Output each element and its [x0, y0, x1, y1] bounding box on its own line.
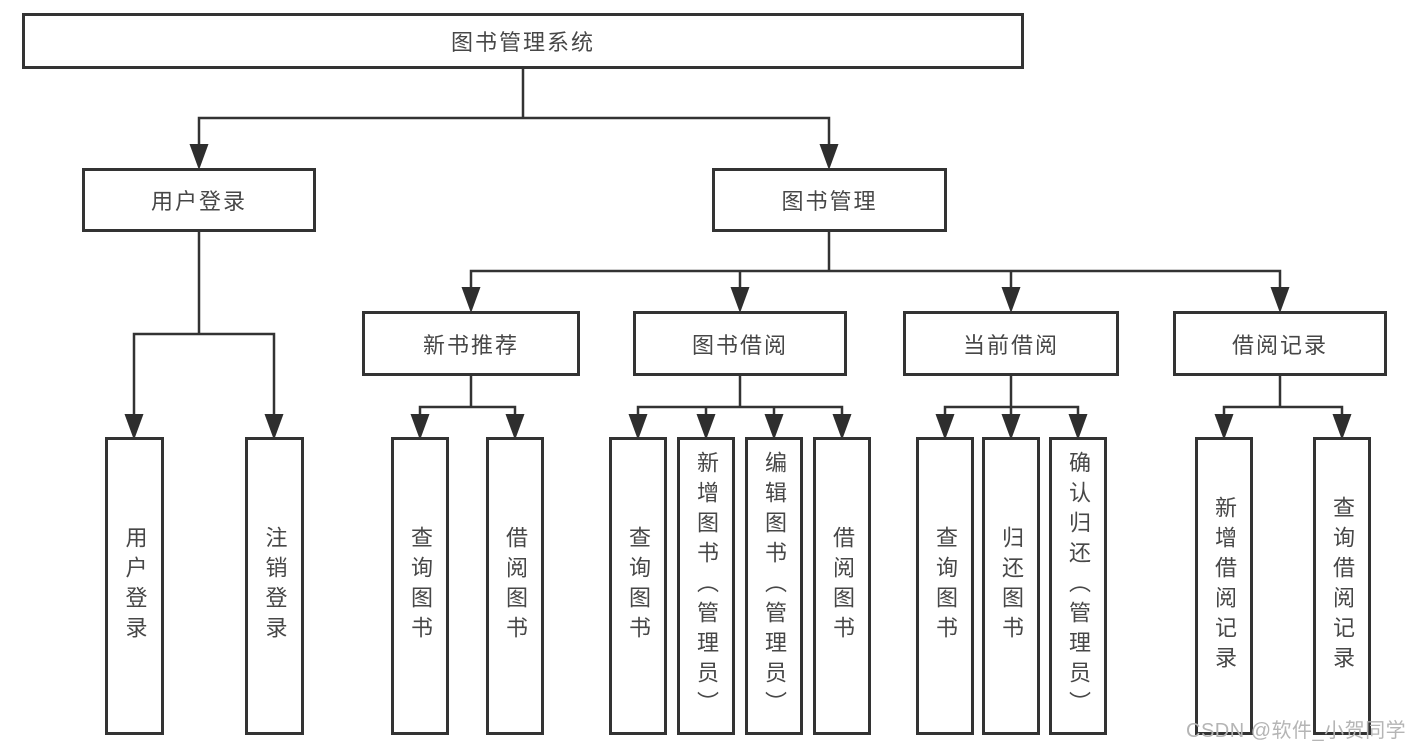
node-current-borrowing: 当前借阅 — [903, 311, 1119, 376]
node-user-login: 用户登录 — [82, 168, 316, 232]
arrowhead — [819, 144, 839, 170]
node-label: 新书推荐 — [422, 332, 519, 358]
node-label: 借阅图书 — [503, 526, 528, 646]
node-logout: 注销登录 — [245, 437, 304, 735]
arrowhead — [264, 414, 284, 440]
node-query-books-2: 查询图书 — [609, 437, 667, 735]
arrowhead — [628, 414, 648, 440]
node-new-book-recommend: 新书推荐 — [362, 311, 580, 376]
node-confirm-return-admin: 确认归还（管理员） — [1049, 437, 1107, 735]
node-label: 编辑图书（管理员） — [762, 451, 787, 721]
node-borrowing-records: 借阅记录 — [1173, 311, 1387, 376]
arrowhead — [1332, 414, 1352, 440]
node-label: 当前借阅 — [962, 332, 1059, 358]
watermark-text: CSDN @软件_小贺同学 — [1186, 720, 1405, 742]
node-add-borrow-record: 新增借阅记录 — [1195, 437, 1253, 735]
node-label: 借阅记录 — [1231, 332, 1328, 358]
arrowheads — [124, 144, 1352, 440]
arrowhead — [189, 144, 209, 170]
arrowhead — [124, 414, 144, 440]
node-label: 用户登录 — [122, 526, 148, 646]
node-label: 用户登录 — [150, 189, 247, 214]
connector-borrowing-records — [1222, 376, 1344, 430]
arrowhead — [764, 414, 784, 440]
node-return-books: 归还图书 — [982, 437, 1040, 735]
node-label: 归还图书 — [999, 526, 1024, 646]
node-label: 查询图书 — [933, 526, 958, 646]
arrowhead — [1068, 414, 1088, 440]
arrowhead — [1214, 414, 1234, 440]
node-label: 图书借阅 — [691, 332, 788, 358]
arrowhead — [935, 414, 955, 440]
arrowhead — [1001, 287, 1021, 313]
connector-book-borrowing — [636, 376, 844, 430]
arrowhead — [410, 414, 430, 440]
node-label: 新增借阅记录 — [1212, 496, 1237, 676]
node-label: 借阅图书 — [830, 526, 855, 646]
connector-level2-junction — [197, 116, 831, 166]
node-label: 图书管理 — [781, 189, 878, 214]
node-label: 查询图书 — [626, 526, 651, 646]
arrowhead — [1001, 414, 1021, 440]
node-borrow-books-2: 借阅图书 — [813, 437, 871, 735]
connector-new-book-recommend — [418, 376, 517, 430]
arrowhead — [505, 414, 525, 440]
node-add-books-admin: 新增图书（管理员） — [677, 437, 735, 735]
connector-user-login-junction — [132, 332, 276, 430]
node-book-management: 图书管理 — [712, 168, 947, 232]
node-label: 注销登录 — [262, 526, 288, 646]
node-borrow-books-1: 借阅图书 — [486, 437, 544, 735]
node-user-login-leaf: 用户登录 — [105, 437, 164, 735]
node-library-management-system: 图书管理系统 — [22, 13, 1024, 69]
node-query-books-1: 查询图书 — [391, 437, 449, 735]
connector-level3-junction — [469, 269, 1282, 302]
arrowhead — [696, 414, 716, 440]
node-label: 查询借阅记录 — [1330, 496, 1355, 676]
node-label: 查询图书 — [408, 526, 433, 646]
arrowhead — [832, 414, 852, 440]
node-label: 图书管理系统 — [450, 30, 595, 55]
node-edit-books-admin: 编辑图书（管理员） — [745, 437, 803, 735]
node-query-borrow-record: 查询借阅记录 — [1313, 437, 1371, 735]
node-label: 新增图书（管理员） — [694, 451, 719, 721]
arrowhead — [461, 287, 481, 313]
arrowhead — [1270, 287, 1290, 313]
node-query-books-3: 查询图书 — [916, 437, 974, 735]
node-book-borrowing: 图书借阅 — [633, 311, 847, 376]
node-label: 确认归还（管理员） — [1066, 451, 1091, 721]
arrowhead — [730, 287, 750, 313]
